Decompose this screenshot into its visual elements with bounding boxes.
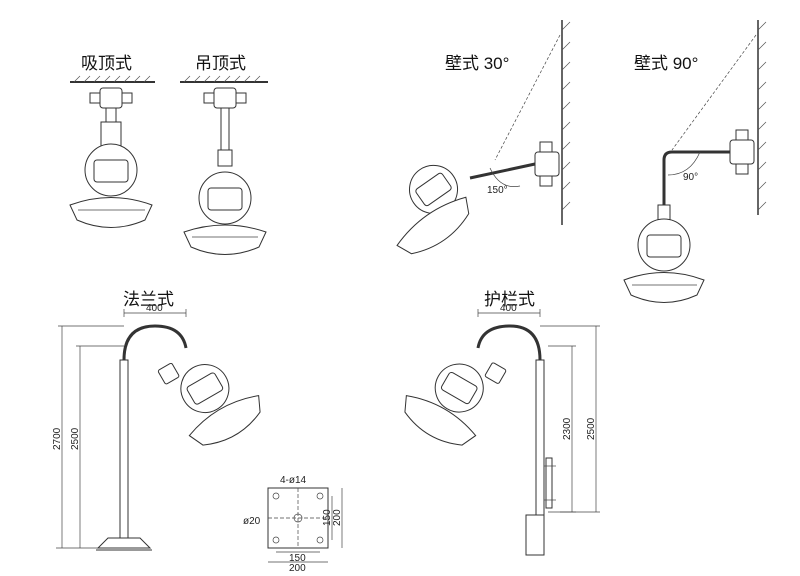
dim-plate-holes: 4-ø14	[280, 475, 307, 486]
angle-90: 90°	[683, 172, 698, 183]
dim-plate-center: ø20	[243, 516, 261, 527]
dim-flange-arm: 400	[146, 303, 163, 314]
dim-plate-inner-h: 150	[322, 509, 333, 526]
flange-mount-drawing: 400 2700 2500	[52, 303, 261, 551]
pendant-mount-drawing	[180, 75, 268, 255]
title-wall-90: 壁式 90°	[634, 54, 699, 73]
dim-flange-total: 2700	[52, 427, 63, 450]
dim-railing-h1: 2300	[562, 417, 573, 440]
dim-plate-outer-h: 200	[332, 509, 343, 526]
wall-90-drawing: 90°	[623, 20, 767, 303]
dim-railing-h2: 2500	[586, 417, 597, 440]
title-pendant-mount: 吊顶式	[195, 54, 246, 73]
title-flange-mount: 法兰式	[123, 290, 174, 309]
ceiling-mount-drawing	[69, 75, 155, 228]
dim-railing-arm: 400	[500, 303, 517, 314]
dim-plate-outer-w: 200	[289, 563, 306, 574]
dim-plate-inner-w: 150	[289, 553, 306, 564]
title-wall-30: 壁式 30°	[445, 54, 510, 73]
wall-30-drawing: 150°	[396, 20, 571, 255]
mounting-plate-drawing: 4-ø14 ø20 150 200 150 200	[243, 475, 343, 574]
title-ceiling-mount: 吸顶式	[81, 54, 132, 73]
angle-150: 150°	[487, 185, 508, 196]
title-railing-mount: 护栏式	[484, 290, 535, 309]
railing-mount-drawing: 400 2300 2500	[404, 303, 600, 556]
dim-flange-pole: 2500	[70, 427, 81, 450]
